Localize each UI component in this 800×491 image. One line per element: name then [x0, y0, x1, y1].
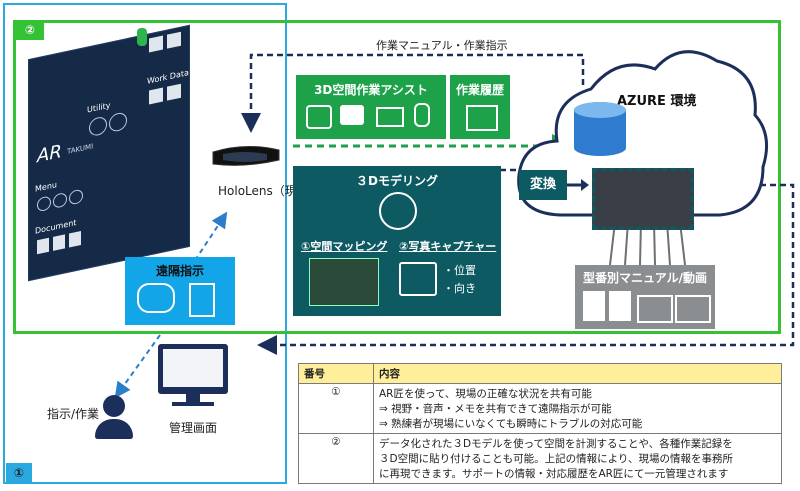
- history-photo-icon: [466, 105, 498, 131]
- row-2-line-2: ３D空間に貼り付けることも可能。上記の情報により、現場の情報を事務所: [379, 453, 733, 465]
- remote-tile: 遠隔指示: [125, 257, 235, 325]
- admin-label: 管理画面: [169, 421, 218, 435]
- document-icon-1[interactable]: [37, 237, 49, 255]
- history-tile: 作業履歴: [450, 75, 510, 139]
- header-content: 内容: [373, 363, 782, 384]
- azure-cloud: [517, 50, 769, 217]
- row-1-number: ①: [298, 383, 374, 434]
- frame-section-2: [13, 20, 781, 334]
- photo-point-position: ・位置: [443, 264, 476, 277]
- video-icon: [376, 107, 404, 127]
- info-table-wrap: 番号 内容 ① AR匠を使って、現場の正確な状況を共有可能 ⇒ 視野・音声・メモ…: [298, 363, 782, 484]
- arrow-model-to-admin: [257, 183, 795, 355]
- modeling-title: ３Dモデリング: [356, 174, 438, 188]
- work-data-icon-2[interactable]: [167, 83, 181, 101]
- pointer-finger-icon: [137, 28, 147, 46]
- row-2-number: ②: [298, 433, 374, 484]
- utility-settings-icon[interactable]: [109, 111, 127, 133]
- row-2-line-3: に再現できます。サポートの情報・対応履歴をAR匠にて一元管理されます: [379, 468, 729, 480]
- manual-doc-icon-1: [583, 291, 605, 321]
- database-icon: [574, 102, 626, 156]
- remote-label: 遠隔指示: [155, 264, 204, 278]
- assist-title: 3D空間作業アシスト: [314, 83, 428, 97]
- manual-label: 型番別マニュアル/動画: [582, 271, 708, 285]
- info-table-header: 番号 内容: [298, 363, 782, 384]
- frame-section-1: [3, 3, 287, 484]
- manual-tile: 型番別マニュアル/動画: [575, 265, 715, 329]
- work-data-label: Work Data: [147, 68, 189, 86]
- menu-label: Menu: [35, 180, 57, 194]
- admin-monitor-base: [172, 402, 214, 406]
- tape-measure-icon: [306, 105, 332, 129]
- camera-icon: [340, 105, 364, 125]
- spatial-mapping-image: [309, 258, 379, 306]
- history-title: 作業履歴: [455, 83, 504, 97]
- operator-body-icon: [95, 419, 133, 439]
- operator-label: 指示/作業: [47, 407, 100, 421]
- utility-label: Utility: [87, 100, 111, 115]
- ar-brand-sub: TAKUMI: [67, 142, 94, 156]
- ar-brand: AR: [37, 141, 62, 168]
- memo-icon: [189, 283, 215, 317]
- modeling-tile: ３Dモデリング ①空間マッピング ②写真キャプチャー ・位置 ・向き: [293, 166, 501, 316]
- row-1-content: AR匠を使って、現場の正確な状況を共有可能 ⇒ 視野・音声・メモを共有できて遠隔…: [373, 383, 782, 434]
- download-icon[interactable]: [149, 35, 163, 53]
- section-2-badge: ②: [16, 22, 44, 40]
- section-1-badge: ①: [6, 463, 32, 483]
- manual-doc-icon-2: [609, 291, 631, 321]
- menu-icon-2[interactable]: [53, 191, 67, 209]
- utility-search-icon[interactable]: [89, 115, 107, 138]
- ar-device-screen: AR TAKUMI Utility Work Data Menu Documen…: [28, 24, 190, 282]
- row-2-line-1: データ化された３Dモデルを使って空間を計測することや、各種作業記録を: [379, 438, 733, 450]
- top-arrow-label: 作業マニュアル・作業指示: [376, 39, 508, 52]
- microphone-icon: [414, 103, 430, 127]
- photo-point-direction: ・向き: [443, 282, 476, 295]
- arrow-manual-instruction: [241, 53, 585, 133]
- admin-monitor-stand: [186, 394, 200, 402]
- manual-video-icon-1: [637, 295, 673, 323]
- assist-tile: 3D空間作業アシスト: [296, 75, 446, 139]
- operator-head-icon: [103, 395, 125, 417]
- work-data-icon-1[interactable]: [149, 87, 163, 105]
- row-2-content: データ化された３Dモデルを使って空間を計測することや、各種作業記録を ３D空間に…: [373, 433, 782, 484]
- menu-icon-1[interactable]: [37, 195, 51, 213]
- gear-icon[interactable]: [167, 31, 181, 49]
- 3d-model-image: [592, 168, 694, 230]
- convert-box: 変換: [519, 170, 567, 200]
- table-row: ② データ化された３Dモデルを使って空間を計測することや、各種作業記録を ３D空…: [298, 433, 782, 484]
- convert-arrow: [567, 179, 589, 191]
- manual-video-icon-2: [675, 295, 711, 323]
- arrow-admin-to-operator: [114, 334, 161, 399]
- document-icon-3[interactable]: [69, 230, 81, 248]
- info-table: 番号 内容 ① AR匠を使って、現場の正確な状況を共有可能 ⇒ 視野・音声・メモ…: [298, 363, 782, 484]
- admin-monitor-icon: [158, 344, 228, 394]
- document-icon-2[interactable]: [53, 234, 65, 251]
- spatial-mapping-label: ①空間マッピング: [301, 240, 388, 253]
- hololens-icon: [212, 145, 280, 166]
- row-1-line-2: ⇒ 視野・音声・メモを共有できて遠隔指示が可能: [379, 403, 612, 415]
- azure-label: AZURE 環境: [617, 94, 697, 109]
- menu-icon-3[interactable]: [69, 188, 83, 206]
- row-1-line-3: ⇒ 熟練者が現場にいなくても瞬時にトラブルの対応可能: [379, 418, 643, 430]
- row-1-line-1: AR匠を使って、現場の正確な状況を共有可能: [379, 388, 592, 400]
- chat-bubble-icon: [137, 283, 175, 313]
- photo-capture-label: ②写真キャプチャー: [399, 240, 497, 253]
- image-icon: [399, 262, 437, 296]
- 3d-cube-icon: [379, 192, 417, 230]
- header-number: 番号: [298, 363, 374, 384]
- table-row: ① AR匠を使って、現場の正確な状況を共有可能 ⇒ 視野・音声・メモを共有できて…: [298, 383, 782, 434]
